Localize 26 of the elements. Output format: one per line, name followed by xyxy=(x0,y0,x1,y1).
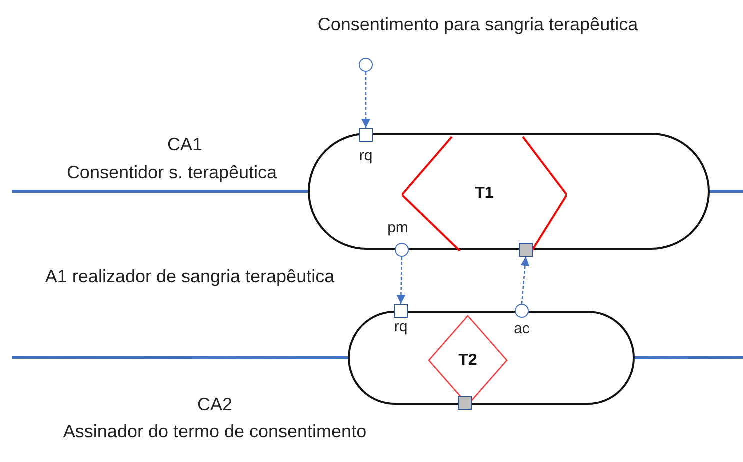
port-square xyxy=(394,304,408,318)
node-caption: pm xyxy=(388,220,408,236)
port-circle xyxy=(515,304,529,318)
node-caption: CA1 xyxy=(168,134,202,156)
node-caption: rq xyxy=(359,148,373,164)
port-circle xyxy=(359,58,373,72)
node-caption: Assinador do termo de consentimento xyxy=(63,422,367,442)
dashed-arrow xyxy=(396,256,406,304)
note-text: A1 realizador de sangria terapêutica xyxy=(45,266,335,288)
node-caption: Consentimento para sangria terapêutica xyxy=(318,14,638,36)
dashed-arrow xyxy=(520,256,530,304)
connector-line xyxy=(635,356,743,360)
dashed-arrow xyxy=(362,72,370,128)
node-caption: ac xyxy=(514,320,530,338)
port-square xyxy=(519,243,533,257)
port-square xyxy=(458,396,472,410)
connector-line xyxy=(12,356,348,360)
port-circle xyxy=(395,243,409,257)
connector-line xyxy=(710,190,743,193)
node-caption: CA2 xyxy=(198,394,232,416)
shape-label: T2 xyxy=(458,352,478,370)
shape-label: T1 xyxy=(475,184,494,202)
node-caption: Consentidor s. terapêutica xyxy=(66,162,278,184)
connector-line xyxy=(12,190,308,193)
port-square xyxy=(359,128,373,142)
node-caption: rq xyxy=(394,318,408,336)
